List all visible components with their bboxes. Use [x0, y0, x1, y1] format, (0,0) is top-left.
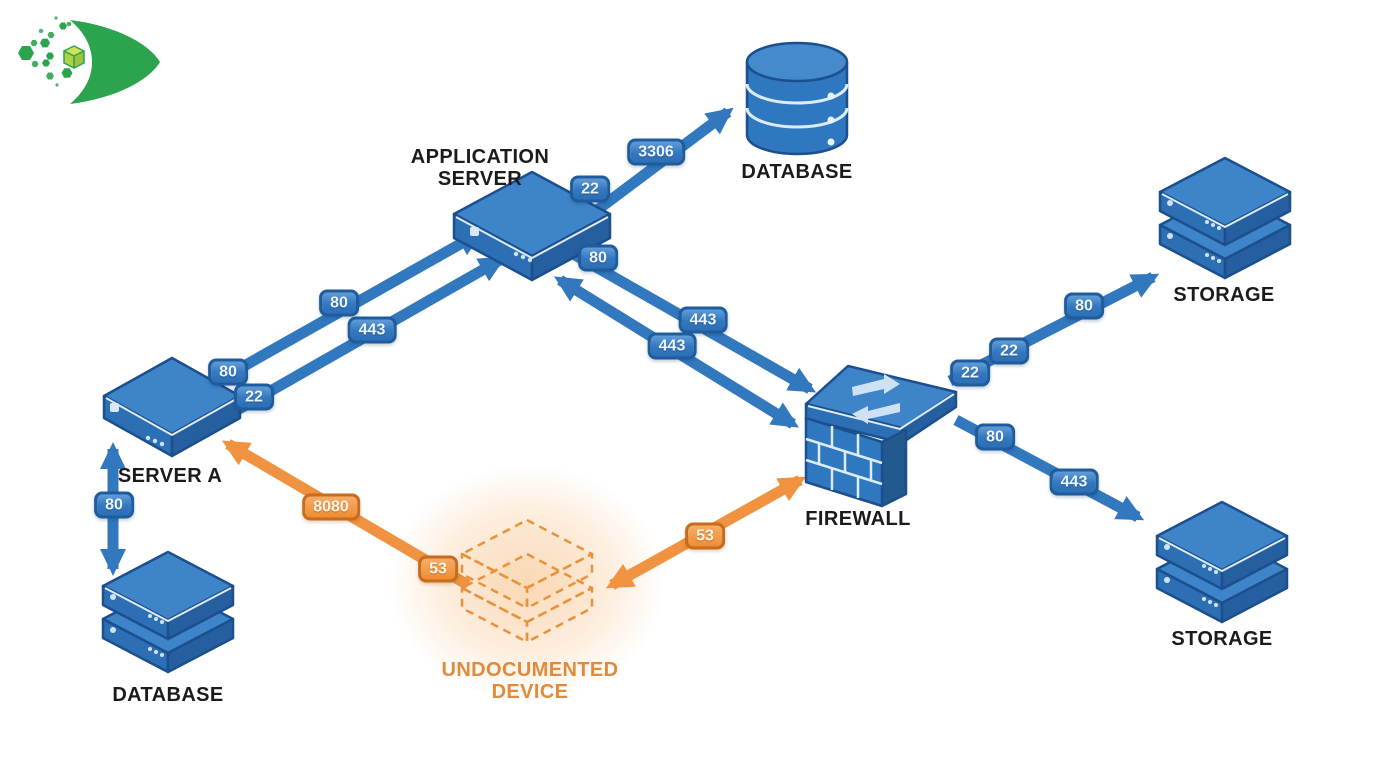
label-line: DATABASE [112, 684, 224, 706]
label-line: APPLICATION [410, 146, 550, 168]
node-label-storage-bottom: STORAGE [1171, 628, 1272, 650]
brick-pattern [805, 426, 883, 498]
port-badge: 80 [975, 423, 1015, 451]
port-badge: 53 [418, 555, 458, 583]
port-badge: 3306 [627, 138, 685, 166]
label-line: FIREWALL [805, 508, 911, 530]
label-line: STORAGE [1173, 284, 1275, 306]
port-badge: 80 [208, 358, 248, 386]
node-label-storage-top: STORAGE [1173, 284, 1274, 306]
label-line: DATABASE [741, 161, 853, 183]
firewall-icon [804, 364, 958, 508]
port-badge: 80 [1064, 292, 1104, 320]
port-badge: 22 [234, 383, 274, 411]
port-badge: 80 [578, 244, 618, 272]
port-badge: 22 [950, 359, 990, 387]
label-line: SERVER [437, 168, 523, 190]
port-badge: 443 [678, 306, 728, 334]
port-badge: 8080 [302, 493, 360, 521]
port-badge: 22 [570, 175, 610, 203]
port-badge: 80 [94, 491, 134, 519]
node-label-database-bottom: DATABASE [112, 684, 223, 706]
database-stack-icon [101, 550, 235, 674]
server-a-icon [102, 356, 242, 458]
label-line: DEVICE [491, 681, 569, 703]
node-label-firewall: FIREWALL [805, 508, 910, 530]
port-badge: 80 [319, 289, 359, 317]
database-cylinder-icon [745, 41, 849, 156]
port-badge: 443 [647, 332, 697, 360]
port-badge: 443 [1049, 468, 1099, 496]
storage-bottom-icon [1155, 500, 1289, 624]
storage-top-icon [1158, 156, 1292, 280]
port-badge: 53 [685, 522, 725, 550]
node-label-server-a: SERVER A [118, 465, 222, 487]
node-label-undocumented-device: UNDOCUMENTED DEVICE [441, 659, 618, 703]
transfer-arrows-icon [852, 374, 900, 424]
port-badge: 22 [989, 337, 1029, 365]
label-line: SERVER A [117, 465, 223, 487]
logo-cube-icon [63, 45, 85, 69]
node-label-database-top: DATABASE [741, 161, 852, 183]
label-line: UNDOCUMENTED [441, 659, 619, 681]
undocumented-device-icon [460, 518, 594, 644]
port-badge: 443 [347, 316, 397, 344]
brand-logo-icon [18, 16, 160, 104]
label-line: STORAGE [1171, 628, 1273, 650]
node-label-application-server: APPLICATION SERVER [411, 146, 549, 190]
